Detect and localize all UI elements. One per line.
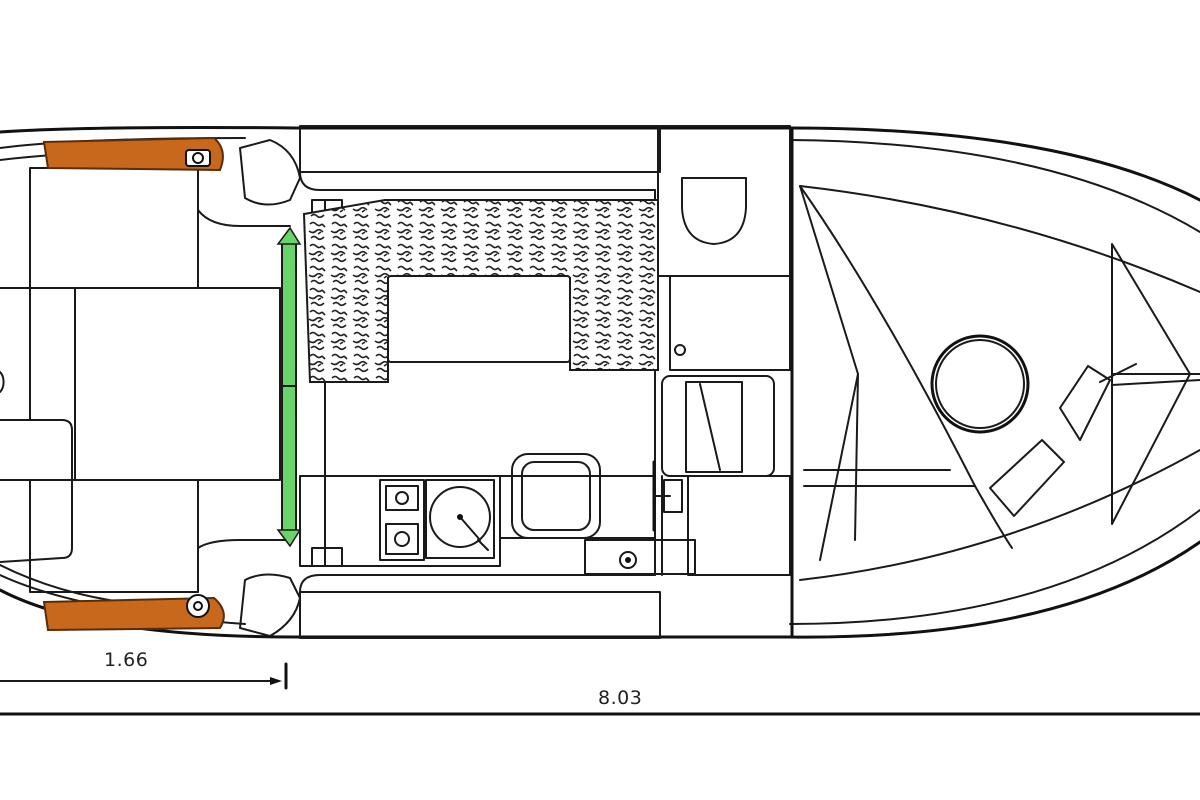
cabin-door bbox=[276, 226, 302, 548]
toilet-icon bbox=[681, 177, 747, 245]
cleat-bottom bbox=[42, 594, 225, 632]
helm bbox=[499, 375, 791, 576]
cleat-top bbox=[42, 136, 224, 172]
beam-dimension-label: 1.66 bbox=[104, 649, 149, 671]
seat-icon bbox=[511, 453, 601, 539]
cockpit bbox=[0, 139, 301, 637]
galley bbox=[299, 475, 501, 567]
sink-icon bbox=[425, 479, 495, 559]
stove-icon bbox=[385, 485, 419, 555]
steering-wheel-icon bbox=[652, 460, 683, 532]
dimension-beam bbox=[0, 662, 288, 690]
forward-cabin bbox=[799, 185, 1200, 561]
hatch-icon bbox=[930, 334, 1030, 434]
length-dimension-label: 8.03 bbox=[598, 687, 643, 709]
head-compartment bbox=[657, 125, 791, 371]
dinette-seating bbox=[302, 199, 659, 383]
